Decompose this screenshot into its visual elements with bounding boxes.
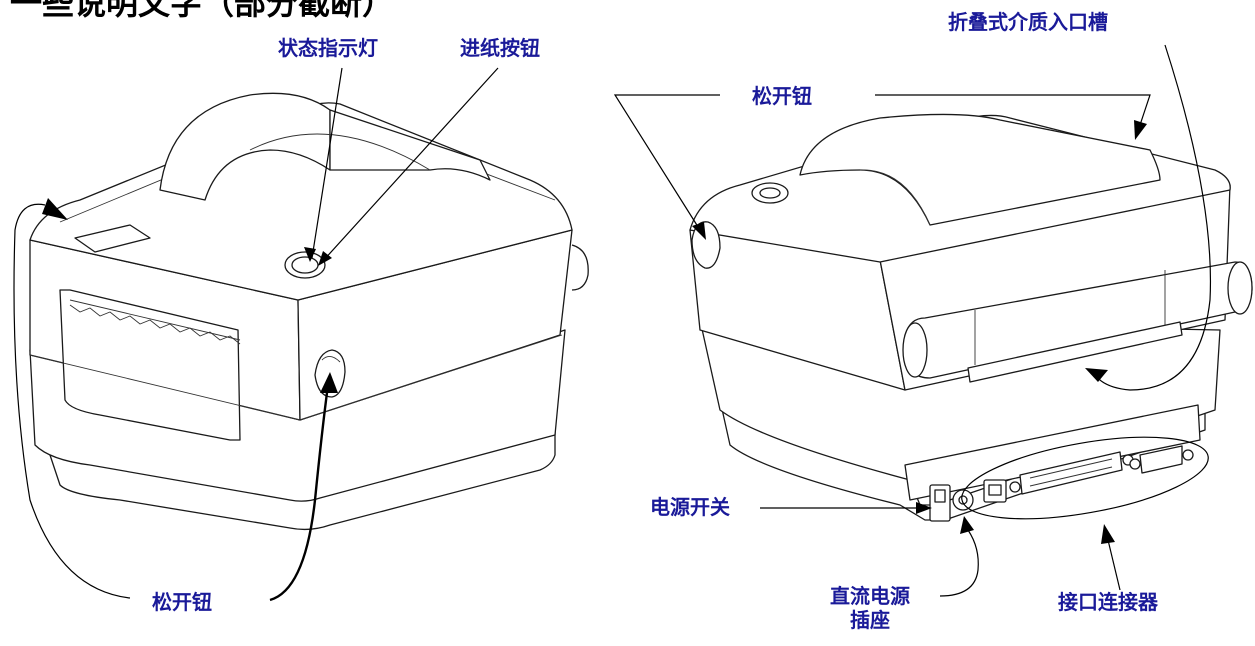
connector-panel (904, 404, 1201, 501)
label-fanfold-slot: 折叠式介质入口槽 (948, 10, 1108, 34)
leader-release-right-a (613, 94, 720, 231)
leader-fanfold-slot (1094, 44, 1212, 391)
leader-interface (1107, 539, 1121, 591)
label-power-switch: 电源开关 (650, 495, 730, 519)
tear-bar (69, 304, 241, 345)
label-release-latch-right: 松开钮 (752, 84, 812, 108)
feed-button-inner (291, 256, 319, 274)
leader-release-left-b (269, 384, 330, 602)
rear-release-latch (691, 221, 721, 269)
leader-release-right-b (875, 94, 1151, 126)
rear-knob (571, 244, 589, 291)
printer-rear-view (689, 113, 1253, 522)
label-dc-power-line2: 插座 (850, 608, 890, 632)
label-dc-power-line1: 直流电源 (830, 584, 910, 608)
label-interface-connectors: 接口连接器 (1058, 590, 1158, 614)
leader-dc-power (939, 529, 979, 597)
printer-front-view (29, 92, 589, 531)
front-base (49, 429, 556, 531)
label-release-latch-left: 松开钮 (152, 590, 212, 614)
leader-lines (13, 44, 1212, 602)
fanfold-slot (967, 321, 1183, 383)
lid-window (74, 224, 151, 253)
connector-highlight-ellipse (961, 436, 1209, 520)
leader-status-light (311, 67, 343, 259)
leader-feed-button (321, 67, 499, 263)
section-heading-cropped: 一些说明文字（部分截断） (10, 0, 395, 22)
leader-release-left-a (13, 203, 131, 599)
label-dc-power: 直流电源 插座 (805, 584, 935, 632)
front-lower-body (29, 329, 566, 502)
serial-port-hw (1139, 445, 1183, 474)
label-status-light: 状态指示灯 (278, 36, 378, 60)
label-feed-button: 进纸按钮 (460, 36, 540, 60)
media-exit-slot (59, 289, 241, 441)
